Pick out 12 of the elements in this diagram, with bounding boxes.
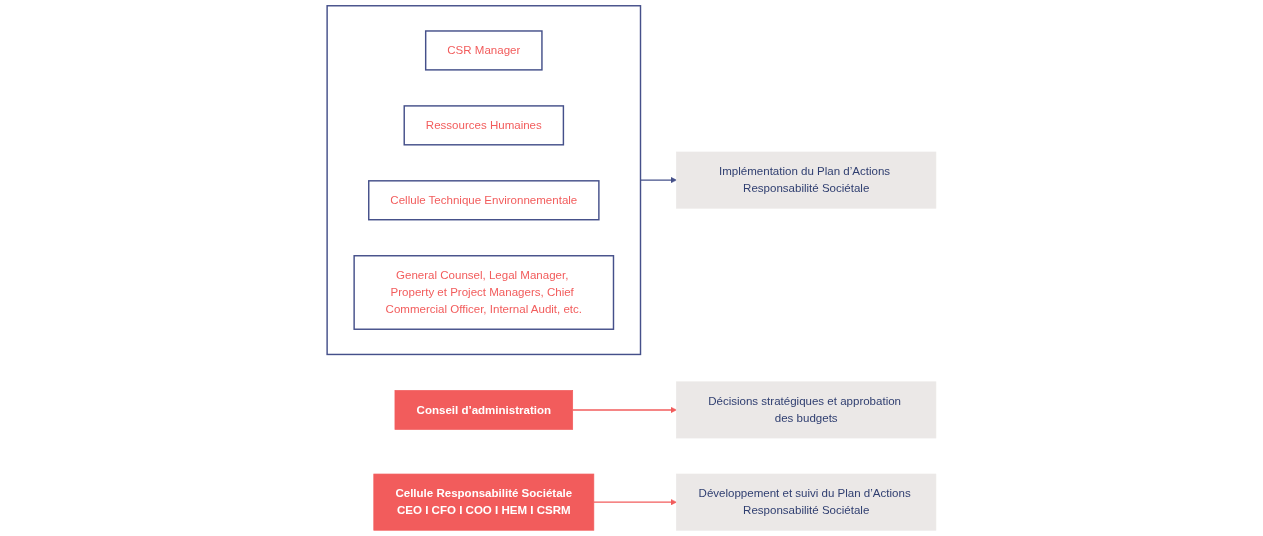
node-box: Cellule Responsabilité Sociétale CEO I CFO I COO I HEM I CSRM <box>373 473 595 531</box>
node-box: Décisions stratégiques et approbation des budgets <box>676 381 937 439</box>
node-box: General Counsel, Legal Manager, Property et Project Managers, Chief Commercial Officer, Internal Audit, etc. <box>353 255 615 330</box>
node-box: Cellule Technique Environnementale <box>368 180 600 221</box>
node-box: Conseil d’administration <box>394 390 574 430</box>
arrow <box>593 498 677 506</box>
node-box: Développement et suivi du Plan d’Actions Responsabilité Sociétale <box>676 473 937 531</box>
node-box: CSR Manager <box>424 30 543 71</box>
arrow <box>571 406 677 414</box>
node-box: Ressources Humaines <box>403 105 565 146</box>
node-box: Implémentation du Plan d’Actions Responsabilité Sociétale <box>676 151 937 209</box>
cluster <box>326 5 642 356</box>
